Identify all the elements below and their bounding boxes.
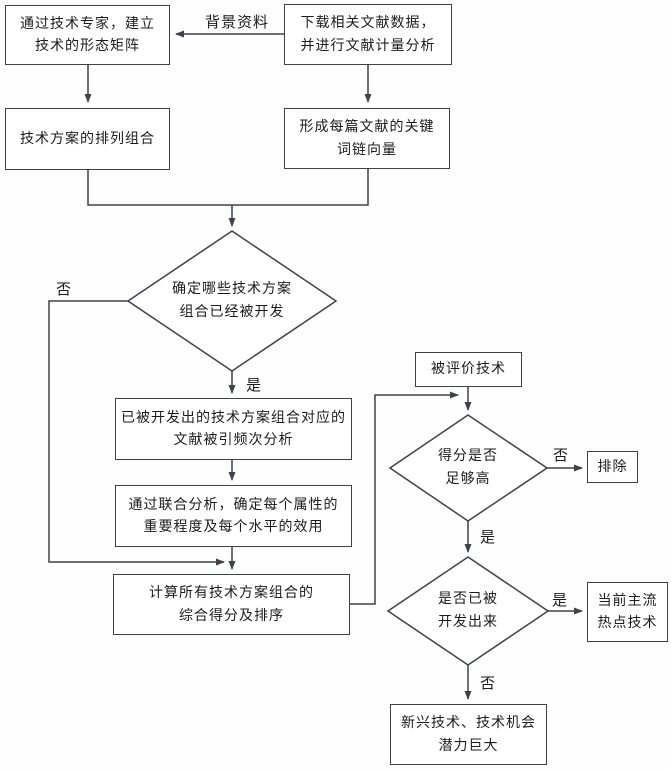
node-text: 得分是否: [438, 447, 498, 464]
node-download-literature: 下载相关文献数据， 并进行文献计量分析: [284, 4, 452, 65]
node-text: 词链向量: [337, 141, 397, 158]
node-text: 技术方案的排列组合: [20, 130, 155, 147]
node-mainstream-tech: 当前主流 热点技术: [587, 582, 668, 642]
node-text: 计算所有技术方案组合的: [149, 585, 314, 602]
node-text: 已被开发出的技术方案组合对应的: [121, 409, 346, 426]
node-text: 被评价技术: [431, 361, 506, 378]
node-text: 并进行文献计量分析: [300, 37, 436, 54]
decision-already-developed-diamond: [386, 556, 550, 666]
decision-score-diamond: [388, 414, 549, 522]
edge-label-d1-no: 否: [55, 280, 72, 298]
node-text: 技术的形态矩阵: [35, 38, 140, 54]
node-text: 是否已被: [438, 590, 498, 607]
node-text: 通过技术专家，建立: [20, 15, 155, 32]
edge-label-d3-no: 否: [479, 674, 496, 692]
decision-developed-label: 确定哪些技术方案 组合已经被开发: [132, 272, 332, 330]
node-text: 下载相关文献数据，: [300, 15, 436, 32]
edge-merge-lines: [87, 169, 369, 206]
node-text: 文献被引频次分析: [173, 432, 294, 448]
decision-developed-diamond: [126, 230, 338, 372]
node-combination: 技术方案的排列组合: [5, 108, 170, 170]
edge-label-d3-yes: 是: [551, 591, 568, 609]
edge-score-to-evaluation: [350, 391, 459, 605]
node-conjoint-analysis: 通过联合分析，确定每个属性的 重要程度及每个水平的效用: [115, 485, 352, 547]
node-citation-analysis: 已被开发出的技术方案组合对应的 文献被引频次分析: [115, 398, 352, 460]
node-text: 新兴技术、技术机会: [401, 715, 536, 732]
node-text: 通过联合分析，确定每个属性的: [128, 496, 339, 513]
decision-score-label: 得分是否 足够高: [398, 441, 538, 495]
node-text: 确定哪些技术方案: [172, 280, 292, 297]
node-emerging-tech: 新兴技术、技术机会 潜力巨大: [390, 704, 547, 765]
node-text: 开发出来: [438, 614, 498, 630]
edge-label-background-material: 背景资料: [204, 13, 269, 31]
node-morph-matrix: 通过技术专家，建立 技术的形态矩阵: [5, 5, 170, 65]
node-score-ranking: 计算所有技术方案组合的 综合得分及排序: [113, 574, 350, 635]
node-keyword-vector: 形成每篇文献的关键 词链向量: [284, 108, 450, 169]
node-text: 综合得分及排序: [179, 607, 284, 624]
node-text: 组合已经被开发: [179, 304, 285, 320]
edge-d1-no: [48, 300, 225, 566]
edge-label-d2-no: 否: [552, 446, 569, 464]
node-text: 排除: [597, 458, 628, 475]
node-text: 当前主流: [597, 592, 658, 609]
edge-label-d2-yes: 是: [479, 528, 496, 546]
node-text: 潜力巨大: [438, 737, 499, 754]
edge-label-d1-yes: 是: [245, 376, 262, 394]
node-evaluated-tech: 被评价技术: [415, 352, 522, 387]
decision-already-developed-label: 是否已被 开发出来: [398, 584, 538, 638]
node-text: 形成每篇文献的关键: [299, 119, 435, 136]
node-text: 热点技术: [597, 615, 658, 631]
node-exclude: 排除: [587, 451, 638, 483]
node-text: 足够高: [445, 471, 491, 487]
node-text: 重要程度及每个水平的效用: [143, 519, 324, 535]
